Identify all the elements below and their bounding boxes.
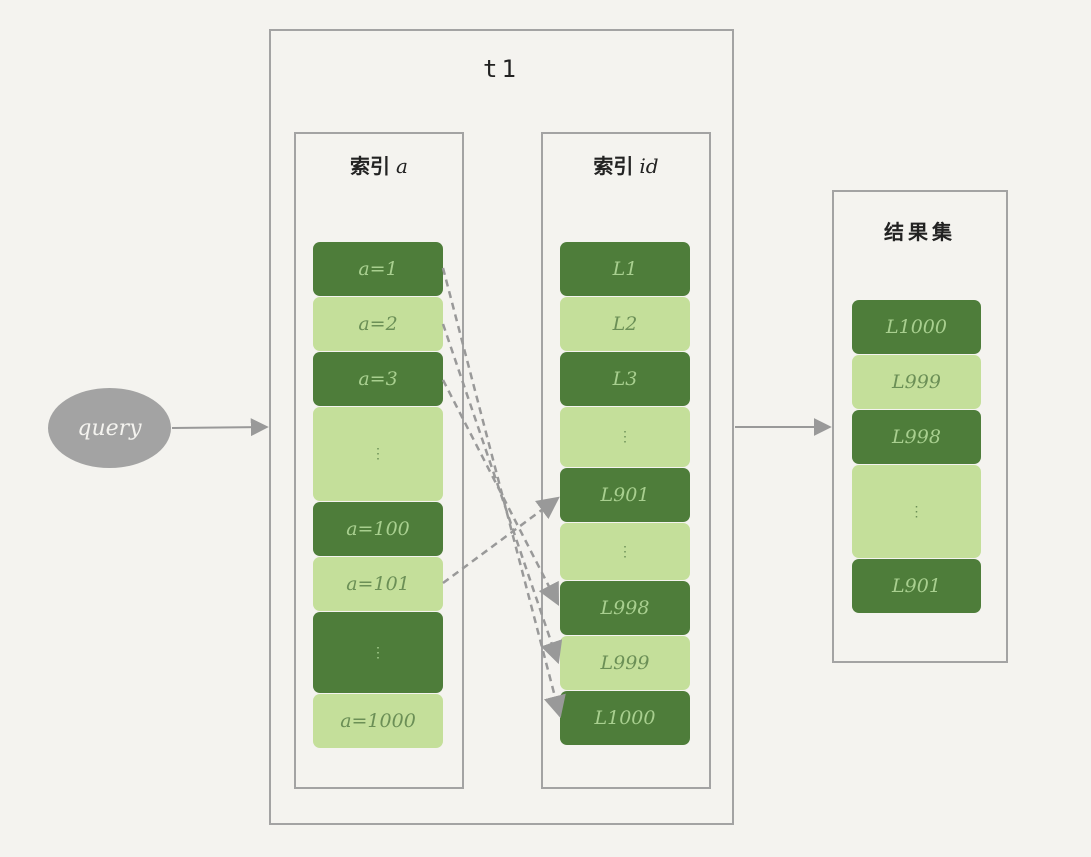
result-cell-L1000: L1000 [852,300,981,354]
index-a-cell-1: a=1 [313,242,443,296]
arrow-query-to-table [171,418,269,437]
index-id-ellipsis-1: ⋮ [560,407,690,467]
index-a-cell-101: a=101 [313,557,443,611]
table-title: t1 [483,55,520,83]
index-a-ellipsis-2: ⋮ [313,612,443,693]
arrow-a101-to-L901 [442,496,560,585]
index-id-title-label: 索引 [593,154,634,178]
index-a-title-var: a [396,154,408,178]
query-node: query [48,388,171,468]
result-set-frame: 结果集 [832,190,1008,663]
index-a-cell-100: a=100 [313,502,443,556]
index-id-cell-L2: L2 [560,297,690,351]
index-id-cell-L999: L999 [560,636,690,690]
index-a-title-label: 索引 [350,154,391,178]
index-id-cell-L3: L3 [560,352,690,406]
index-a-cell-2: a=2 [313,297,443,351]
index-a-ellipsis-1: ⋮ [313,407,443,501]
index-a-cell-1000: a=1000 [313,694,443,748]
index-id-ellipsis-2: ⋮ [560,523,690,580]
result-ellipsis: ⋮ [852,465,981,558]
arrow-a3-to-L998 [441,379,560,607]
index-id-cell-L901: L901 [560,468,690,522]
table-t1-frame: t1 [269,29,734,825]
index-id-cell-L1000: L1000 [560,691,690,745]
index-a-cell-3: a=3 [313,352,443,406]
result-cell-L999: L999 [852,355,981,409]
index-id-cell-L1: L1 [560,242,690,296]
result-cell-L901: L901 [852,559,981,613]
result-set-title: 结果集 [884,220,956,244]
index-id-cell-L998: L998 [560,581,690,635]
result-cell-L998: L998 [852,410,981,464]
index-id-title-var: id [639,154,659,178]
